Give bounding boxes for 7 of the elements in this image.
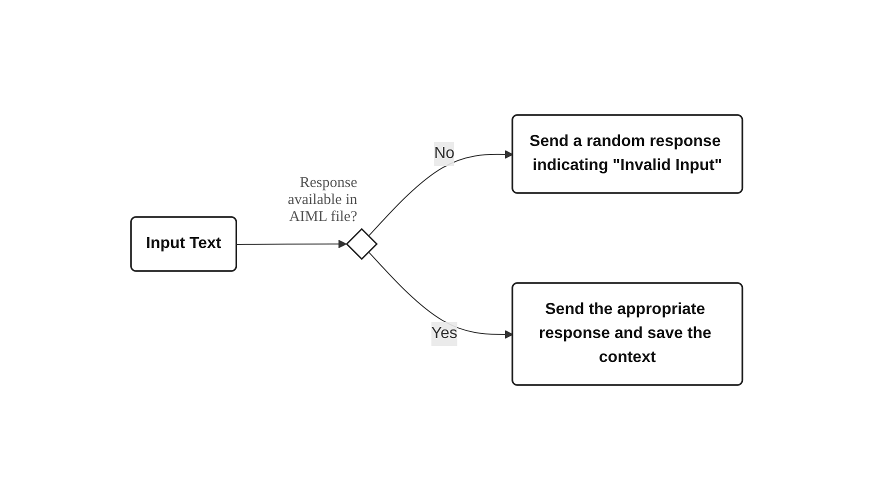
edge-label: Yes (432, 324, 458, 342)
arrow (368, 250, 514, 338)
decision-caption: Response available in AIML file? (288, 174, 358, 224)
arrow (368, 150, 514, 236)
edge-label: No (434, 144, 455, 162)
node-diamond (346, 227, 378, 260)
arrow (236, 239, 347, 248)
